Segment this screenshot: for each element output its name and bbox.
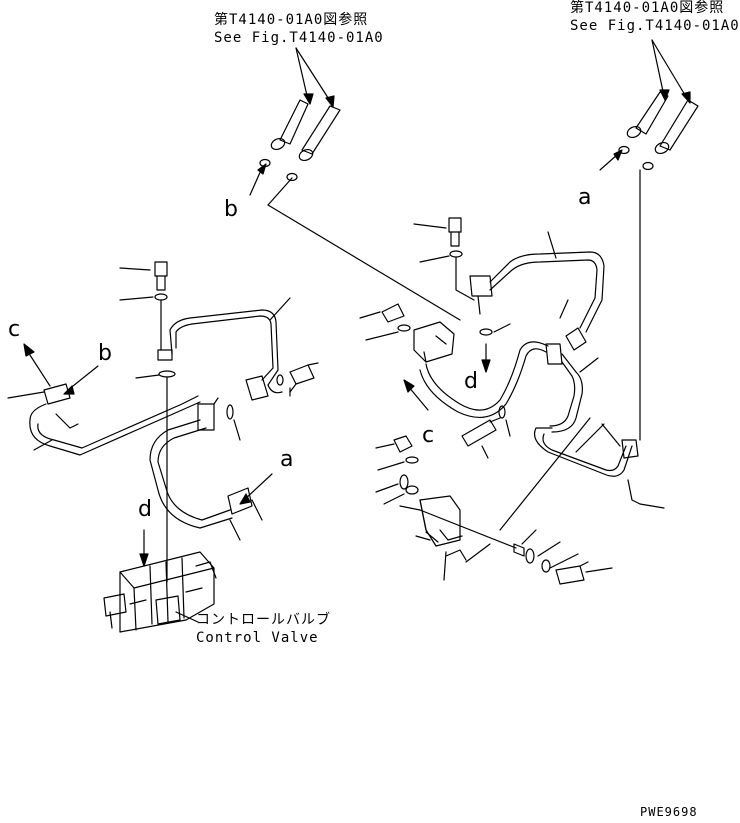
- callout-c-left: c: [8, 317, 21, 342]
- control-valve-drawing: [103, 551, 217, 633]
- hose-fittings-top-right: [599, 39, 699, 441]
- hose-fittings-top-left: [249, 47, 461, 321]
- callout-c-right: c: [422, 423, 435, 448]
- drawing-code: PWE9698: [640, 805, 698, 819]
- callout-d-left: d: [138, 497, 152, 522]
- reference-label-right-jp: 第T4140-01A0図参照: [570, 0, 725, 16]
- callout-b-top: b: [224, 197, 238, 222]
- reference-label-left-en: See Fig.T4140-01A0: [214, 30, 384, 46]
- parts-diagram: 第T4140-01A0図参照 See Fig.T4140-01A0 第T4140…: [7, 0, 739, 819]
- reference-label-right-en: See Fig.T4140-01A0: [570, 18, 740, 34]
- callout-d-right: d: [464, 369, 478, 394]
- callout-a-left: a: [280, 447, 294, 472]
- reference-label-left-jp: 第T4140-01A0図参照: [214, 12, 369, 28]
- callout-b-left: b: [98, 341, 112, 366]
- diagram-drawing: [7, 39, 699, 633]
- callout-a-top: a: [578, 185, 592, 210]
- control-valve-label-jp: コントロールバルブ: [196, 612, 331, 628]
- control-valve-label-en: Control Valve: [196, 630, 319, 646]
- right-pipe-assembly: [359, 217, 665, 585]
- left-pipe-assembly: [7, 261, 319, 583]
